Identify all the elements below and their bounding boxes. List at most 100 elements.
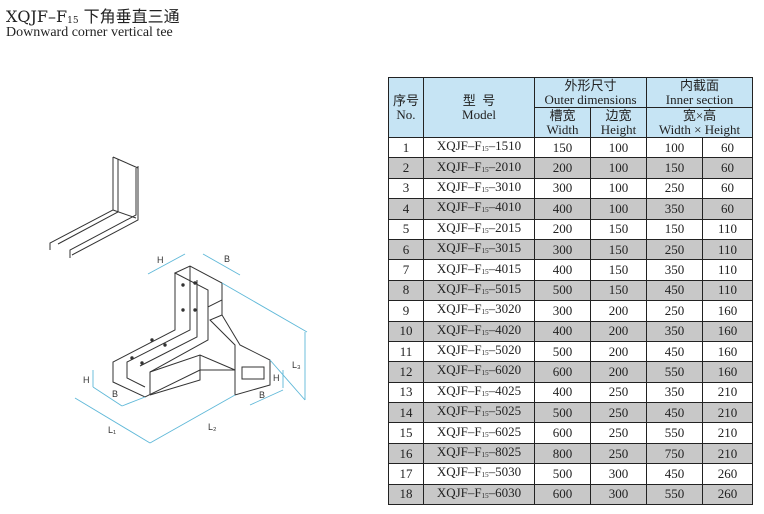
model-sub: 15 xyxy=(481,471,489,480)
model-sub: 15 xyxy=(481,328,489,337)
model-code: –4020 xyxy=(488,321,522,337)
model-prefix: XQJF–F xyxy=(436,260,482,276)
small-l-piece xyxy=(49,156,139,258)
cell-inner-height: 210 xyxy=(702,422,753,444)
cell-inner-width: 550 xyxy=(646,361,703,383)
cell-outer-width: 500 xyxy=(534,463,591,485)
cell-no: 4 xyxy=(388,198,424,220)
model-code: –5020 xyxy=(488,342,522,358)
model-code: –3010 xyxy=(488,178,522,194)
cell-inner-height: 110 xyxy=(702,279,753,302)
cell-outer-height: 150 xyxy=(590,218,647,240)
cell-inner-width: 100 xyxy=(646,136,703,159)
model-code: –4010 xyxy=(488,199,522,215)
header-no-cn: 序号 xyxy=(392,92,419,108)
title-cn: 下角垂直三通 xyxy=(83,7,180,26)
cell-no: 18 xyxy=(388,483,424,506)
label-l3: L₃ xyxy=(292,360,301,370)
cell-model: XQJF–F15–6020 xyxy=(423,361,535,383)
cell-outer-width: 600 xyxy=(534,422,591,444)
cell-model: XQJF–F15–3015 xyxy=(423,238,535,261)
cell-no: 15 xyxy=(388,422,424,444)
cell-inner-height: 110 xyxy=(702,218,753,240)
header-model-en: Model xyxy=(462,106,496,122)
cell-inner-width: 750 xyxy=(646,442,703,465)
model-prefix: XQJF–F xyxy=(436,199,482,215)
cell-outer-height: 250 xyxy=(590,422,647,444)
cell-no: 6 xyxy=(388,238,424,261)
cell-no: 9 xyxy=(388,300,424,322)
cell-model: XQJF–F15–3020 xyxy=(423,300,535,322)
model-prefix: XQJF–F xyxy=(436,138,482,154)
model-code: –3015 xyxy=(488,240,522,256)
model-prefix: XQJF–F xyxy=(436,178,482,194)
cell-outer-width: 300 xyxy=(534,177,591,200)
model-prefix: XQJF–F xyxy=(436,342,482,358)
cell-no: 1 xyxy=(388,136,424,159)
cell-no: 13 xyxy=(388,381,424,404)
model-prefix: XQJF–F xyxy=(436,158,482,174)
header-wh-cn: 宽×高 xyxy=(682,107,717,123)
header-outer-cn: 外形尺寸 xyxy=(564,77,617,93)
cell-inner-height: 210 xyxy=(702,402,753,424)
cell-inner-width: 150 xyxy=(646,157,703,179)
model-prefix: XQJF–F xyxy=(436,362,482,378)
cell-no: 5 xyxy=(388,218,424,240)
model-sub: 15 xyxy=(481,287,489,296)
cell-inner-width: 250 xyxy=(646,238,703,261)
header-width-en: Width xyxy=(546,121,579,137)
cell-inner-width: 450 xyxy=(646,402,703,424)
cell-outer-width: 150 xyxy=(534,136,591,159)
model-sub: 15 xyxy=(481,247,489,256)
page-title: XQJF–F15 下角垂直三通 xyxy=(6,3,180,27)
cell-inner-width: 250 xyxy=(646,300,703,322)
model-prefix: XQJF–F xyxy=(436,321,482,337)
cell-no: 16 xyxy=(388,442,424,465)
header-height-en: Height xyxy=(600,121,637,137)
cell-outer-width: 400 xyxy=(534,259,591,281)
cell-outer-width: 600 xyxy=(534,361,591,383)
cell-outer-height: 300 xyxy=(590,483,647,506)
cell-no: 14 xyxy=(388,402,424,424)
model-code: –4015 xyxy=(488,260,522,276)
cell-model: XQJF–F15–4020 xyxy=(423,320,535,342)
cell-outer-width: 300 xyxy=(534,300,591,322)
cell-inner-width: 150 xyxy=(646,218,703,240)
model-prefix: XQJF–F xyxy=(436,423,482,439)
model-sub: 15 xyxy=(481,165,489,174)
cell-model: XQJF–F15–4025 xyxy=(423,381,535,404)
model-code: –3020 xyxy=(488,301,522,317)
cell-outer-width: 200 xyxy=(534,157,591,179)
cell-no: 8 xyxy=(388,279,424,302)
cell-inner-height: 110 xyxy=(702,259,753,281)
model-sub: 15 xyxy=(481,369,489,378)
model-sub: 15 xyxy=(481,491,489,500)
model-prefix: XQJF–F xyxy=(436,403,482,419)
cell-inner-height: 160 xyxy=(702,300,753,322)
cell-outer-height: 200 xyxy=(590,300,647,322)
cell-outer-height: 100 xyxy=(590,177,647,200)
header-outer-en: Outer dimensions xyxy=(544,91,637,107)
cell-outer-width: 500 xyxy=(534,279,591,302)
cell-inner-width: 250 xyxy=(646,177,703,200)
model-sub: 15 xyxy=(481,308,489,317)
cell-inner-width: 450 xyxy=(646,279,703,302)
header-wh-en: Width × Height xyxy=(658,121,741,137)
model-code: –1510 xyxy=(488,138,522,154)
tee-body xyxy=(112,265,271,398)
